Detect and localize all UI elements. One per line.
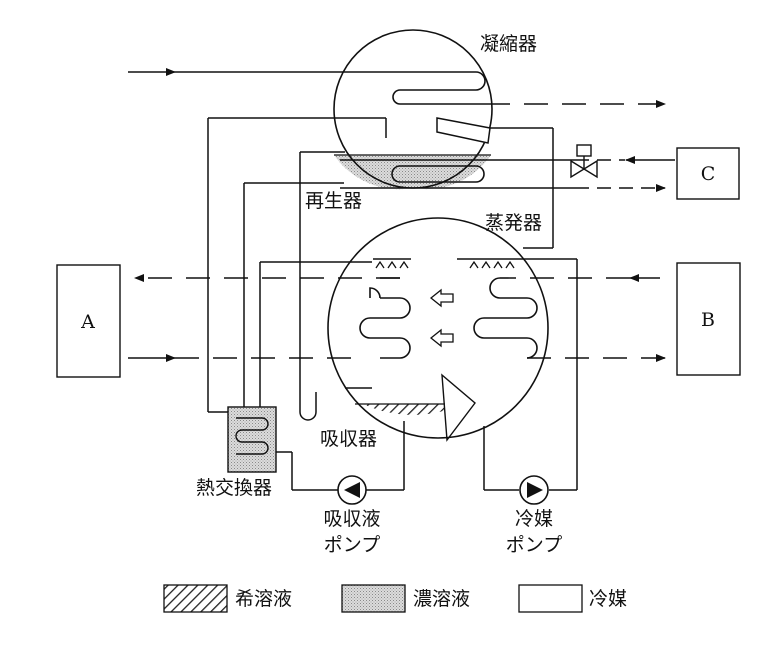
refrigerant-pump-label-1: 冷媒 <box>515 508 553 530</box>
vapor-flow-arrows <box>429 288 454 348</box>
svg-text:冷媒: 冷媒 <box>589 588 627 610</box>
control-valve-icon <box>570 144 598 179</box>
legend: 希溶液 濃溶液 冷媒 <box>163 584 627 613</box>
svg-text:C: C <box>701 163 716 185</box>
absorbent-pump-icon <box>337 475 367 505</box>
absorber-label: 吸収器 <box>320 428 377 450</box>
evaporator-absorber-vessel <box>327 217 549 442</box>
generator-label: 再生器 <box>305 190 362 212</box>
condenser-generator-vessel <box>333 29 493 190</box>
condenser-coil <box>128 68 666 108</box>
refrigerant-pump-icon <box>519 475 549 505</box>
absorbent-pump-label-1: 吸収液 <box>323 508 380 530</box>
heat-exchanger-label: 熱交換器 <box>196 477 272 499</box>
legend-item-refrigerant: 冷媒 <box>518 584 627 613</box>
svg-text:B: B <box>701 309 715 331</box>
heat-exchanger-unit <box>227 406 277 473</box>
box-c: C <box>676 147 740 200</box>
svg-text:A: A <box>80 311 95 333</box>
evaporator-label: 蒸発器 <box>485 212 542 234</box>
solution-piping <box>207 117 578 491</box>
refrigerant-line <box>436 117 554 249</box>
evaporator-coil <box>473 274 666 362</box>
box-a: A <box>56 264 121 378</box>
legend-item-concentrated-solution: 濃溶液 <box>341 584 470 613</box>
condenser-label: 凝縮器 <box>480 33 537 55</box>
evaporator-spray-nozzles <box>469 260 515 269</box>
legend-item-dilute-solution: 希溶液 <box>163 584 292 613</box>
absorbent-pump-label-2: ポンプ <box>324 534 380 556</box>
svg-text:濃溶液: 濃溶液 <box>413 588 470 610</box>
refrigerant-pump-label-2: ポンプ <box>506 534 562 556</box>
svg-text:希溶液: 希溶液 <box>235 588 292 610</box>
absorber-spray-nozzles <box>375 260 409 269</box>
absorber-coil <box>128 274 411 362</box>
box-b: B <box>676 262 741 376</box>
